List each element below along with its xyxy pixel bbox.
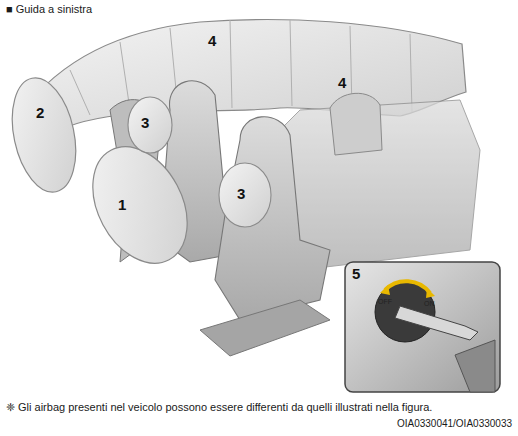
- front-airbag: [74, 131, 206, 280]
- switch-label: OFF: [378, 298, 392, 306]
- callout-number: 4: [208, 32, 216, 49]
- figure-caption: ❈ Gli airbag presenti nel veicolo posson…: [6, 401, 432, 414]
- callout-number: 4: [338, 74, 346, 91]
- figure-code: OIA0330041/OIA0330033: [397, 418, 512, 430]
- callout-number: 1: [118, 196, 126, 213]
- switch-key: [395, 306, 478, 340]
- front-airbag: [3, 72, 86, 198]
- seat-cushion: [200, 300, 330, 356]
- rear-headrest: [330, 93, 382, 155]
- switch-label: ON: [424, 300, 435, 308]
- callout-number: 3: [141, 114, 149, 131]
- callout-number: 2: [36, 104, 44, 121]
- side-airbag: [128, 97, 172, 153]
- switch-inset: [345, 262, 500, 392]
- figure-title: ■ Guida a sinistra: [6, 3, 92, 16]
- front-seat: [215, 117, 330, 320]
- side-airbag: [219, 163, 271, 227]
- callout-number: 3: [237, 185, 245, 202]
- dashboard-edge: [455, 340, 495, 392]
- switch-arrow: [385, 281, 430, 293]
- callout-number: 5: [352, 265, 360, 282]
- switch-arrowheads: [380, 285, 435, 298]
